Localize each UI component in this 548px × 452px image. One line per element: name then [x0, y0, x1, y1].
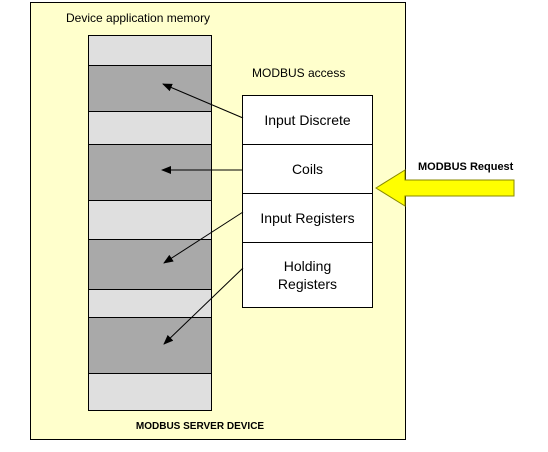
access-input-discrete: Input Discrete	[243, 96, 372, 145]
access-table: Input Discrete Coils Input Registers Hol…	[242, 95, 373, 308]
memory-title: Device application memory	[66, 11, 211, 25]
access-coils: Coils	[243, 145, 372, 194]
memory-block-7	[89, 290, 211, 318]
access-holding-registers: Holding Registers	[277, 258, 338, 292]
access-input-registers: Input Registers	[243, 194, 372, 243]
memory-block-6	[89, 240, 211, 290]
memory-block-1	[89, 36, 211, 66]
request-label: MODBUS Request	[418, 161, 514, 173]
memory-block-3	[89, 112, 211, 145]
memory-block-5	[89, 201, 211, 240]
server-device-title: MODBUS SERVER DEVICE	[135, 421, 265, 432]
memory-block-9	[89, 374, 211, 410]
memory-block-2	[89, 66, 211, 112]
memory-block-8	[89, 318, 211, 374]
access-title: MODBUS access	[252, 66, 346, 80]
memory-block-4	[89, 145, 211, 201]
application-memory	[88, 35, 212, 411]
